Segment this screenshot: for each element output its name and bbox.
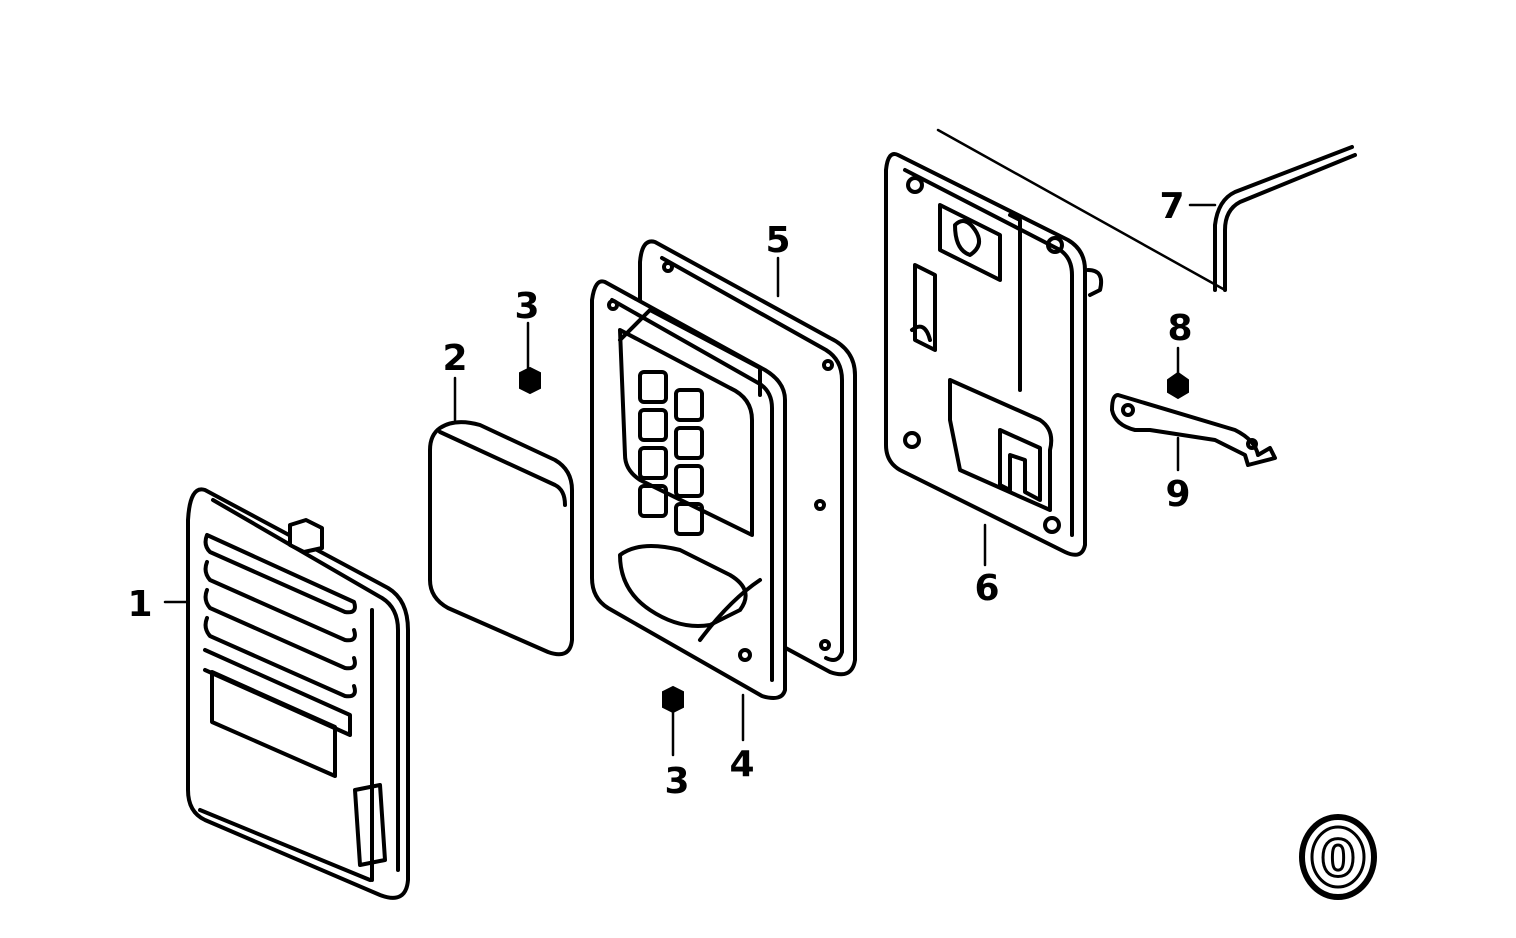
callout-2: 2 [442,338,467,379]
part-4-element-case [590,279,787,742]
callout-8: 8 [1167,308,1192,349]
callout-1: 1 [127,584,152,625]
callout-3-upper: 3 [514,286,539,327]
badge-text: 0 [1321,830,1356,888]
part-9-bracket [1110,393,1277,472]
callout-labels: 1 2 3 3 4 5 6 7 8 9 [127,186,1192,802]
part-7-breather-tube [936,128,1357,292]
part-3-nut-upper [519,321,541,395]
part-2-foam-element [428,376,574,657]
callout-9: 9 [1165,474,1190,515]
callout-7: 7 [1159,186,1184,227]
callout-5: 5 [765,220,790,261]
part-6-back-plate [884,152,1104,567]
callout-4: 4 [729,744,754,785]
callout-3-lower: 3 [664,761,689,802]
part-8-bolt [1167,346,1189,400]
part-1-cover [163,487,410,900]
callout-6: 6 [974,568,999,609]
part-3-nut-lower [662,685,684,757]
engine-badge: 0 [1299,814,1377,900]
